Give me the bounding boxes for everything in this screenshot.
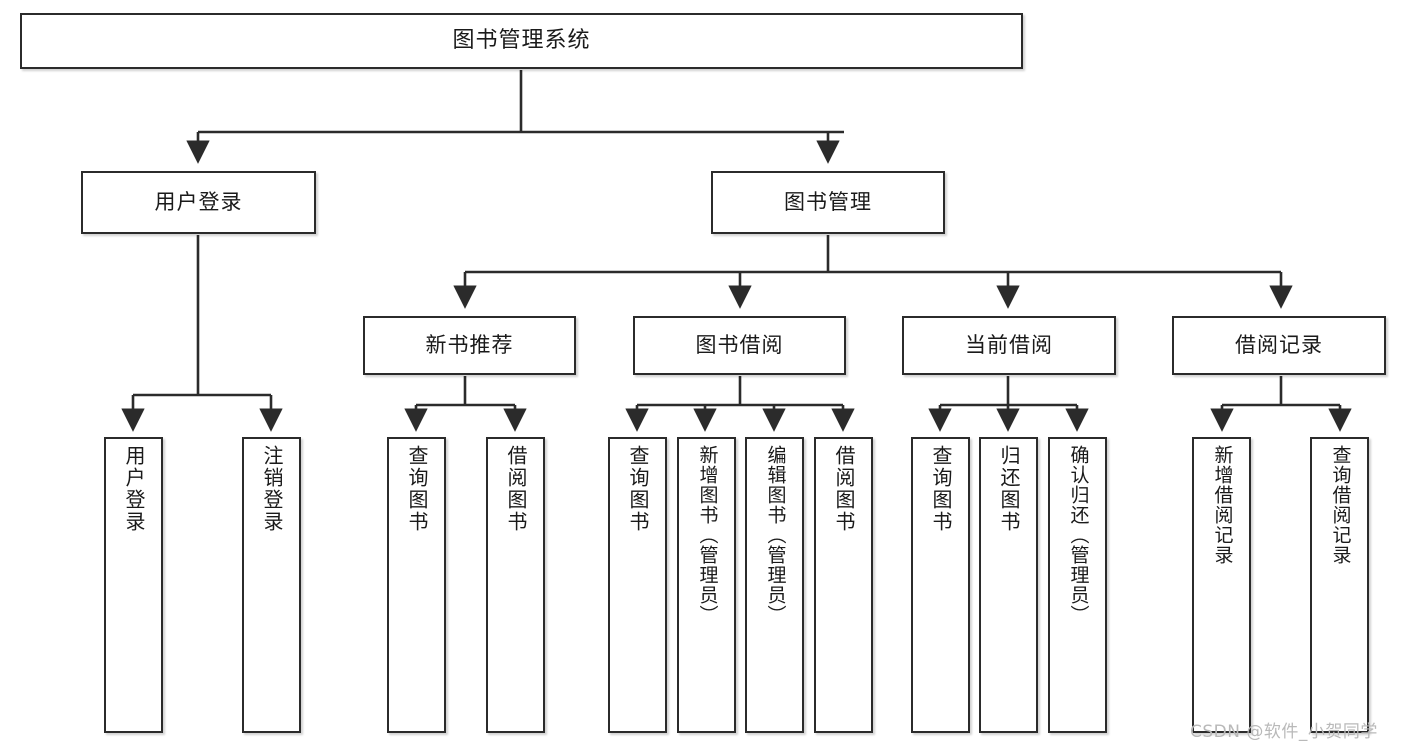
node-leaf-return-book[interactable]: 归还图书 (979, 437, 1038, 733)
node-label: 当前借阅 (965, 333, 1053, 358)
node-label: 图书借阅 (695, 333, 784, 358)
node-label: 归还图书 (997, 445, 1021, 533)
node-label: 图书管理 (784, 190, 872, 215)
node-leaf-query-borrow-record[interactable]: 查询借阅记录 (1310, 437, 1369, 733)
node-leaf-query-book-borrow[interactable]: 查询图书 (608, 437, 667, 733)
node-leaf-add-borrow-record[interactable]: 新增借阅记录 (1192, 437, 1251, 733)
node-label: 用户登录 (122, 445, 146, 533)
node-label: 注销登录 (260, 445, 284, 533)
node-current-borrow[interactable]: 当前借阅 (902, 316, 1116, 375)
node-label: 编辑图书（管理员） (764, 445, 787, 625)
node-book-borrow[interactable]: 图书借阅 (633, 316, 846, 375)
node-borrow-record[interactable]: 借阅记录 (1172, 316, 1386, 375)
node-leaf-add-book-admin[interactable]: 新增图书（管理员） (677, 437, 736, 733)
node-label: 新书推荐 (425, 333, 514, 358)
node-label: 确认归还（管理员） (1067, 445, 1090, 625)
node-label: 查询图书 (626, 445, 650, 533)
node-label: 借阅图书 (832, 445, 856, 533)
node-label: 查询图书 (929, 445, 953, 533)
node-leaf-borrow-book[interactable]: 借阅图书 (814, 437, 873, 733)
node-label: 新增借阅记录 (1211, 445, 1234, 565)
node-label: 用户登录 (154, 190, 243, 215)
node-label: 查询图书 (405, 445, 429, 533)
node-leaf-query-book-current[interactable]: 查询图书 (911, 437, 970, 733)
node-leaf-edit-book-admin[interactable]: 编辑图书（管理员） (745, 437, 804, 733)
node-label: 新增图书（管理员） (696, 445, 719, 625)
watermark: CSDN @软件_小贺同学 (1190, 722, 1378, 742)
node-label: 借阅图书 (504, 445, 528, 533)
node-label: 借阅记录 (1235, 333, 1323, 358)
node-leaf-logout[interactable]: 注销登录 (242, 437, 301, 733)
node-label: 图书管理系统 (452, 28, 591, 54)
node-book-management[interactable]: 图书管理 (711, 171, 945, 234)
node-leaf-borrow-book-recommend[interactable]: 借阅图书 (486, 437, 545, 733)
node-user-login[interactable]: 用户登录 (81, 171, 316, 234)
node-leaf-query-book-recommend[interactable]: 查询图书 (387, 437, 446, 733)
node-leaf-confirm-return-admin[interactable]: 确认归还（管理员） (1048, 437, 1107, 733)
node-new-book-recommend[interactable]: 新书推荐 (363, 316, 576, 375)
node-leaf-user-login[interactable]: 用户登录 (104, 437, 163, 733)
node-root-book-management-system[interactable]: 图书管理系统 (20, 13, 1023, 69)
node-label: 查询借阅记录 (1329, 445, 1352, 565)
